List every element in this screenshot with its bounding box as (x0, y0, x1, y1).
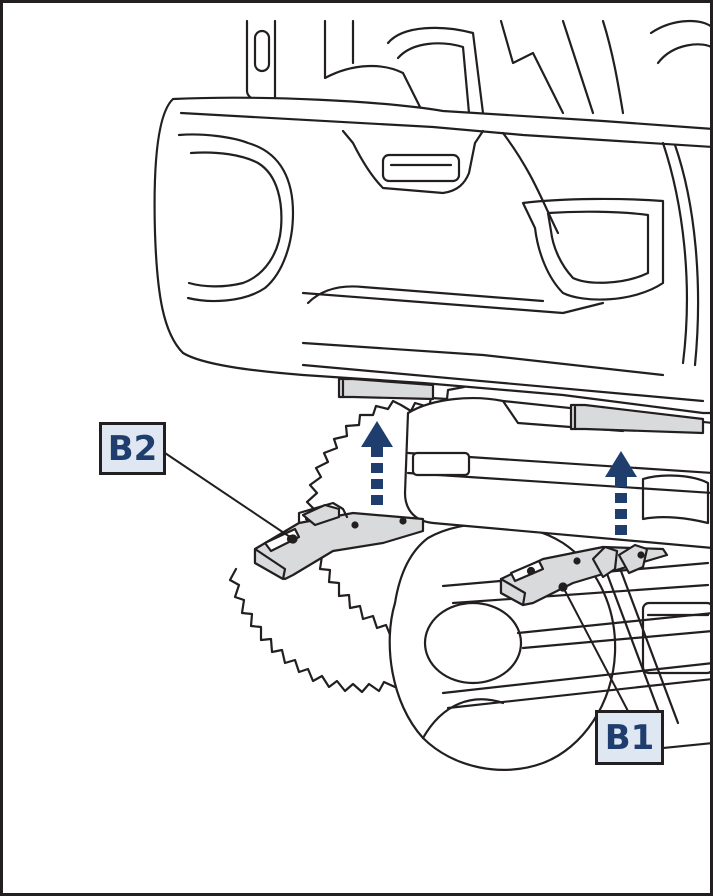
mount-slots (337, 377, 705, 435)
leader-dot-b1 (558, 582, 568, 592)
leader-line-b2 (164, 452, 294, 540)
dashed-up-arrow-icon (605, 451, 637, 535)
bracket-b2 (253, 501, 425, 581)
callout-b1: B1 (595, 710, 664, 765)
leader-dot-b2 (288, 534, 298, 544)
rear-bumper (153, 96, 710, 415)
dashed-up-arrow-icon (361, 421, 393, 505)
callout-b2: B2 (99, 422, 166, 475)
bracket-b1 (499, 543, 669, 607)
callout-b1-label: B1 (604, 717, 655, 758)
installation-illustration (153, 19, 710, 771)
lower-chassis (403, 397, 710, 549)
callout-b2-label: B2 (107, 428, 158, 469)
leader-line-b1 (562, 586, 630, 714)
